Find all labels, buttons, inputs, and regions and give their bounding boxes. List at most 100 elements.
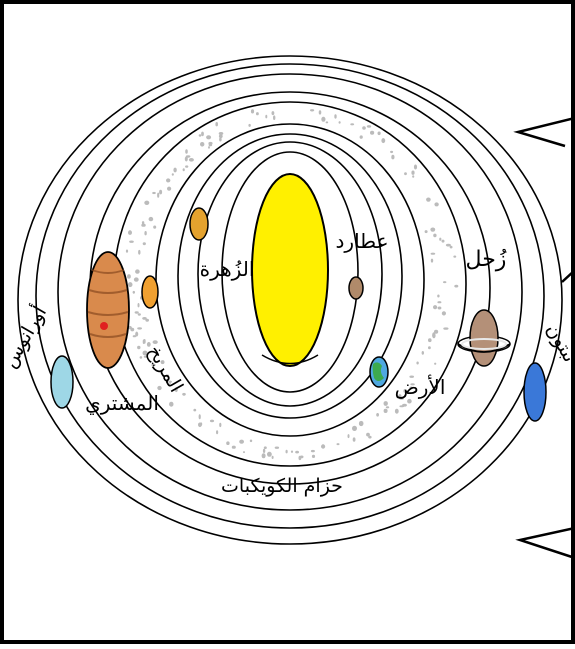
earth-label: الأرض: [395, 375, 446, 399]
asteroid-dot: [216, 430, 218, 434]
asteroid-dot: [391, 155, 394, 160]
asteroid-dot: [450, 246, 453, 249]
asteroid-belt-label: حزام الكويكبات: [221, 475, 343, 497]
asteroid-dot: [144, 231, 146, 235]
asteroid-dot: [404, 172, 407, 175]
asteroid-dot: [446, 244, 451, 247]
asteroid-dot: [431, 253, 436, 255]
asteroid-dot: [443, 281, 446, 283]
asteroid-dot: [426, 198, 431, 202]
earth-planet: [370, 357, 388, 387]
jupiter-label: المشتري: [85, 391, 159, 416]
asteroid-dot: [166, 178, 170, 182]
asteroid-dot: [185, 165, 188, 167]
asteroid-dot: [153, 340, 158, 344]
asteroid-dot: [428, 338, 432, 342]
asteroid-dot: [439, 238, 441, 241]
asteroid-dot: [337, 443, 340, 445]
asteroid-dot: [142, 317, 147, 320]
asteroid-dot: [143, 339, 145, 344]
asteroid-dot: [133, 335, 136, 337]
asteroid-dot: [430, 228, 435, 232]
asteroid-dot: [381, 138, 385, 143]
asteroid-dot: [407, 399, 412, 404]
asteroid-dot: [200, 142, 204, 147]
venus-label: الزُهرة: [200, 257, 255, 281]
asteroid-dot: [128, 282, 133, 287]
uranus-planet: [51, 356, 73, 408]
asteroid-dot: [319, 110, 322, 114]
asteroid-dot: [263, 449, 265, 453]
mercury-planet: [349, 277, 363, 299]
asteroid-dot: [312, 455, 315, 458]
asteroid-dot: [291, 451, 293, 453]
asteroid-dot: [422, 351, 424, 355]
asteroid-dot: [152, 192, 156, 194]
asteroid-dot: [215, 122, 218, 126]
asteroid-dot: [167, 187, 171, 191]
asteroid-dot: [201, 132, 204, 137]
asteroid-dot: [219, 138, 222, 142]
neptune-planet: [524, 363, 546, 421]
asteroid-dot: [454, 285, 458, 288]
asteroid-dot: [443, 327, 448, 329]
asteroid-dot: [384, 409, 388, 413]
venus-planet: [190, 208, 208, 240]
asteroid-dot: [193, 409, 196, 412]
asteroid-dot: [350, 123, 354, 125]
asteroid-dot: [126, 250, 128, 253]
asteroid-dot: [416, 362, 418, 365]
asteroid-dot: [157, 193, 159, 198]
asteroid-dot: [431, 259, 433, 263]
asteroid-dot: [262, 453, 266, 458]
asteroid-dot: [275, 447, 279, 449]
asteroid-dot: [432, 332, 435, 337]
asteroid-dot: [425, 230, 428, 233]
asteroid-dot: [149, 217, 154, 221]
asteroid-dot: [143, 242, 146, 245]
asteroid-dot: [359, 421, 364, 426]
asteroid-dot: [384, 401, 388, 406]
asteroid-dot: [153, 226, 156, 229]
asteroid-dot: [438, 307, 442, 310]
asteroid-dot: [137, 346, 140, 349]
asteroid-dot: [360, 135, 363, 138]
asteroid-dot: [232, 446, 236, 449]
asteroid-dot: [395, 409, 399, 414]
asteroid-dot: [129, 241, 134, 243]
asteroid-dot: [433, 305, 437, 309]
asteroid-dot: [135, 269, 140, 273]
asteroid-dot: [362, 126, 366, 130]
asteroid-dot: [128, 230, 132, 235]
asteroid-dot: [272, 111, 275, 115]
asteroid-dot: [182, 393, 186, 396]
asteroid-dot: [186, 155, 191, 157]
asteroid-dot: [199, 414, 201, 419]
asteroid-dot: [399, 405, 404, 407]
asteroid-dot: [339, 121, 341, 124]
asteroid-dot: [390, 151, 393, 153]
asteroid-dot: [348, 434, 350, 438]
asteroid-dot: [172, 173, 174, 175]
asteroid-dot: [251, 109, 254, 113]
asteroid-dot: [334, 114, 336, 118]
asteroid-dot: [127, 274, 131, 278]
asteroid-dot: [219, 423, 221, 427]
asteroid-dot: [248, 124, 250, 127]
asteroid-dot: [138, 250, 140, 255]
mercury-label: عطارد: [336, 229, 389, 253]
asteroid-dot: [433, 234, 436, 238]
asteroid-dot: [210, 420, 214, 423]
asteroid-dot: [386, 406, 389, 408]
asteroid-dot: [169, 402, 173, 407]
asteroid-dot: [199, 134, 202, 136]
asteroid-dot: [185, 149, 188, 154]
asteroid-dot: [265, 115, 267, 119]
asteroid-dot: [434, 202, 438, 206]
asteroid-dot: [310, 109, 314, 111]
asteroid-dot: [264, 446, 267, 449]
asteroid-dot: [378, 132, 381, 136]
asteroid-dot: [141, 224, 145, 227]
jupiter-body: [87, 252, 129, 368]
